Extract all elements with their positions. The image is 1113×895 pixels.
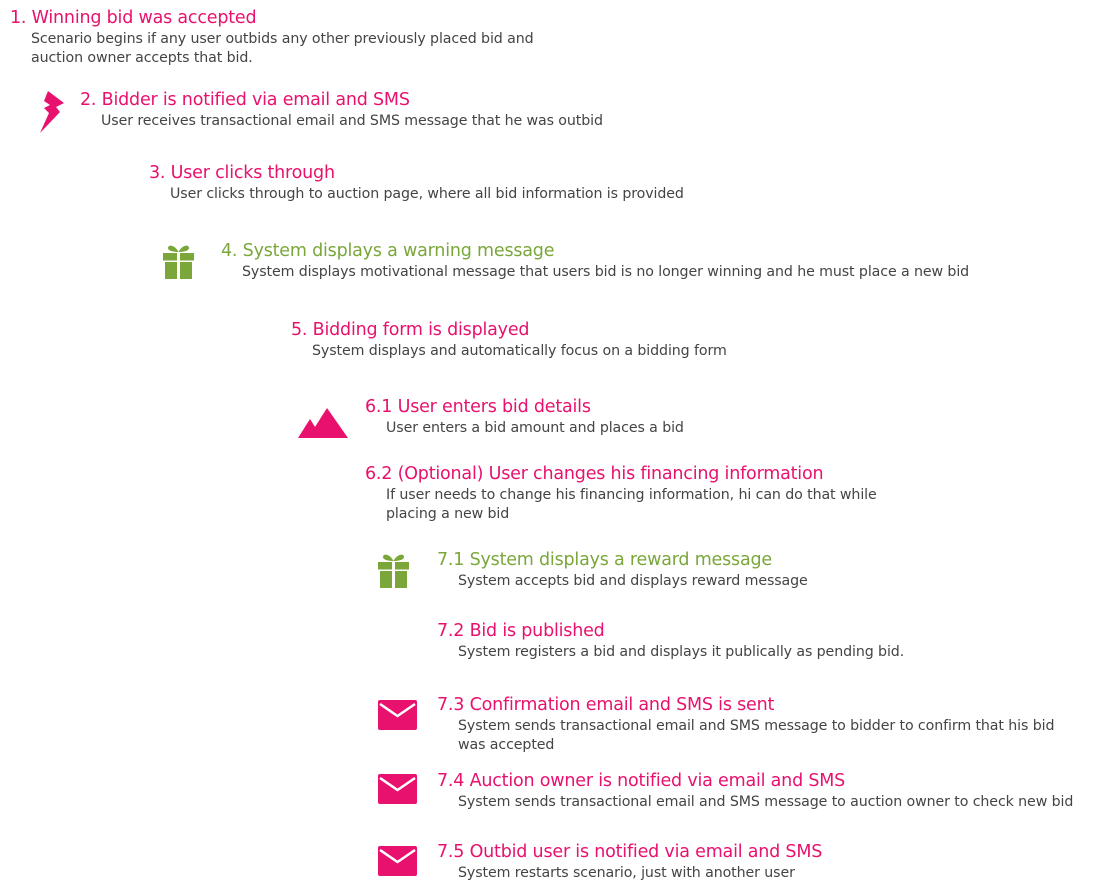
step-title: 7.5 Outbid user is notified via email an… bbox=[437, 842, 823, 862]
step-description: System sends transactional email and SMS… bbox=[458, 717, 1054, 755]
step-description-line: placing a new bid bbox=[386, 506, 510, 522]
step-description-line: User enters a bid amount and places a bi… bbox=[386, 420, 684, 436]
step-7-2: 7.2 Bid is published System registers a … bbox=[437, 620, 904, 662]
step-2: 2. Bidder is notified via email and SMS … bbox=[80, 89, 603, 131]
step-description-line: was accepted bbox=[458, 737, 555, 753]
step-5: 5. Bidding form is displayed System disp… bbox=[291, 319, 727, 361]
step-description-line: If user needs to change his financing in… bbox=[386, 487, 877, 503]
step-description-line: System displays motivational message tha… bbox=[242, 264, 970, 280]
envelope-icon bbox=[378, 700, 417, 730]
gift-icon bbox=[162, 243, 195, 279]
step-description: If user needs to change his financing in… bbox=[386, 486, 877, 524]
gift-icon bbox=[377, 552, 410, 588]
step-description: System displays motivational message tha… bbox=[242, 263, 969, 282]
step-description: System restarts scenario, just with anot… bbox=[458, 864, 822, 883]
step-title: 7.1 System displays a reward message bbox=[437, 550, 772, 570]
step-title: 3. User clicks through bbox=[149, 163, 335, 183]
step-description: System sends transactional email and SMS… bbox=[458, 793, 1073, 812]
step-7-4: 7.4 Auction owner is notified via email … bbox=[437, 770, 1073, 812]
step-title: 6.1 User enters bid details bbox=[365, 397, 591, 417]
step-6-2: 6.2 (Optional) User changes his financin… bbox=[365, 463, 877, 524]
step-title: 7.3 Confirmation email and SMS is sent bbox=[437, 695, 775, 715]
step-3: 3. User clicks through User clicks throu… bbox=[149, 162, 684, 204]
step-description-line: User receives transactional email and SM… bbox=[101, 113, 603, 129]
step-title: 7.4 Auction owner is notified via email … bbox=[437, 771, 846, 791]
step-1: 1. Winning bid was accepted Scenario beg… bbox=[10, 7, 534, 68]
step-description: System accepts bid and displays reward m… bbox=[458, 572, 808, 591]
step-description: User enters a bid amount and places a bi… bbox=[386, 419, 684, 438]
step-title: 7.2 Bid is published bbox=[437, 621, 605, 641]
step-title: 2. Bidder is notified via email and SMS bbox=[80, 90, 410, 110]
step-title: 6.2 (Optional) User changes his financin… bbox=[365, 464, 824, 484]
step-4: 4. System displays a warning message Sys… bbox=[221, 240, 969, 282]
step-description-line: User clicks through to auction page, whe… bbox=[170, 186, 684, 202]
step-description-line: System accepts bid and displays reward m… bbox=[458, 573, 808, 589]
step-description-line: System registers a bid and displays it p… bbox=[458, 644, 905, 660]
step-description-line: System sends transactional email and SMS… bbox=[458, 718, 1055, 734]
step-description-line: System displays and automatically focus … bbox=[312, 343, 727, 359]
step-7-1: 7.1 System displays a reward message Sys… bbox=[437, 549, 808, 591]
step-description-line: Scenario begins if any user outbids any … bbox=[31, 31, 534, 47]
step-description-line: System restarts scenario, just with anot… bbox=[458, 865, 795, 881]
step-description: System displays and automatically focus … bbox=[312, 342, 727, 361]
step-description-line: System sends transactional email and SMS… bbox=[458, 794, 1074, 810]
step-title: 4. System displays a warning message bbox=[221, 241, 555, 261]
step-description: Scenario begins if any user outbids any … bbox=[31, 30, 534, 68]
envelope-icon bbox=[378, 774, 417, 804]
step-description: System registers a bid and displays it p… bbox=[458, 643, 904, 662]
step-description-line: auction owner accepts that bid. bbox=[31, 50, 253, 66]
lightning-icon bbox=[40, 91, 64, 133]
step-description: User receives transactional email and SM… bbox=[101, 112, 603, 131]
step-7-3: 7.3 Confirmation email and SMS is sent S… bbox=[437, 694, 1054, 755]
step-title: 1. Winning bid was accepted bbox=[10, 8, 257, 28]
step-7-5: 7.5 Outbid user is notified via email an… bbox=[437, 841, 822, 883]
step-description: User clicks through to auction page, whe… bbox=[170, 185, 684, 204]
mountains-icon bbox=[298, 408, 348, 438]
step-title: 5. Bidding form is displayed bbox=[291, 320, 530, 340]
envelope-icon bbox=[378, 846, 417, 876]
step-6-1: 6.1 User enters bid details User enters … bbox=[365, 396, 684, 438]
